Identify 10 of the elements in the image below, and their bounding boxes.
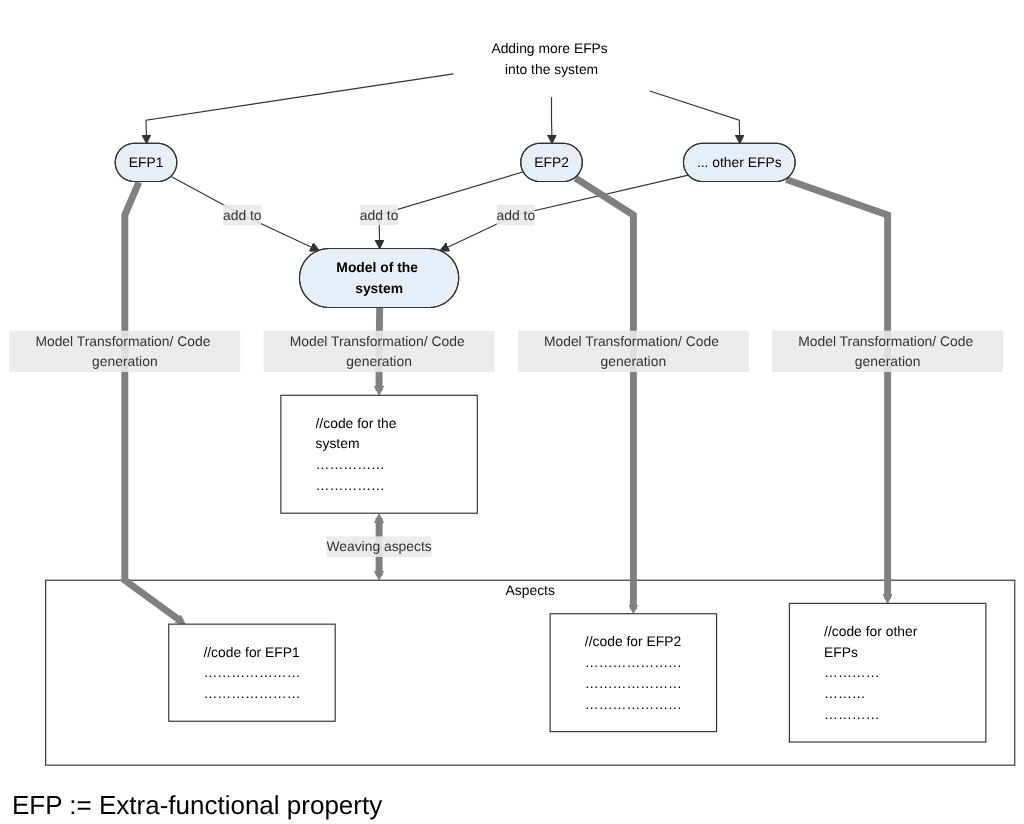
arrow — [546, 96, 557, 145]
footnote-text: EFP := Extra-functional property — [10, 788, 385, 824]
arrow — [785, 176, 893, 604]
arrow — [121, 180, 186, 625]
arrow — [649, 90, 745, 145]
arrow — [171, 176, 320, 252]
arrow — [374, 171, 525, 250]
arrow — [573, 175, 639, 615]
arrow — [439, 174, 689, 252]
arrow — [141, 73, 454, 145]
